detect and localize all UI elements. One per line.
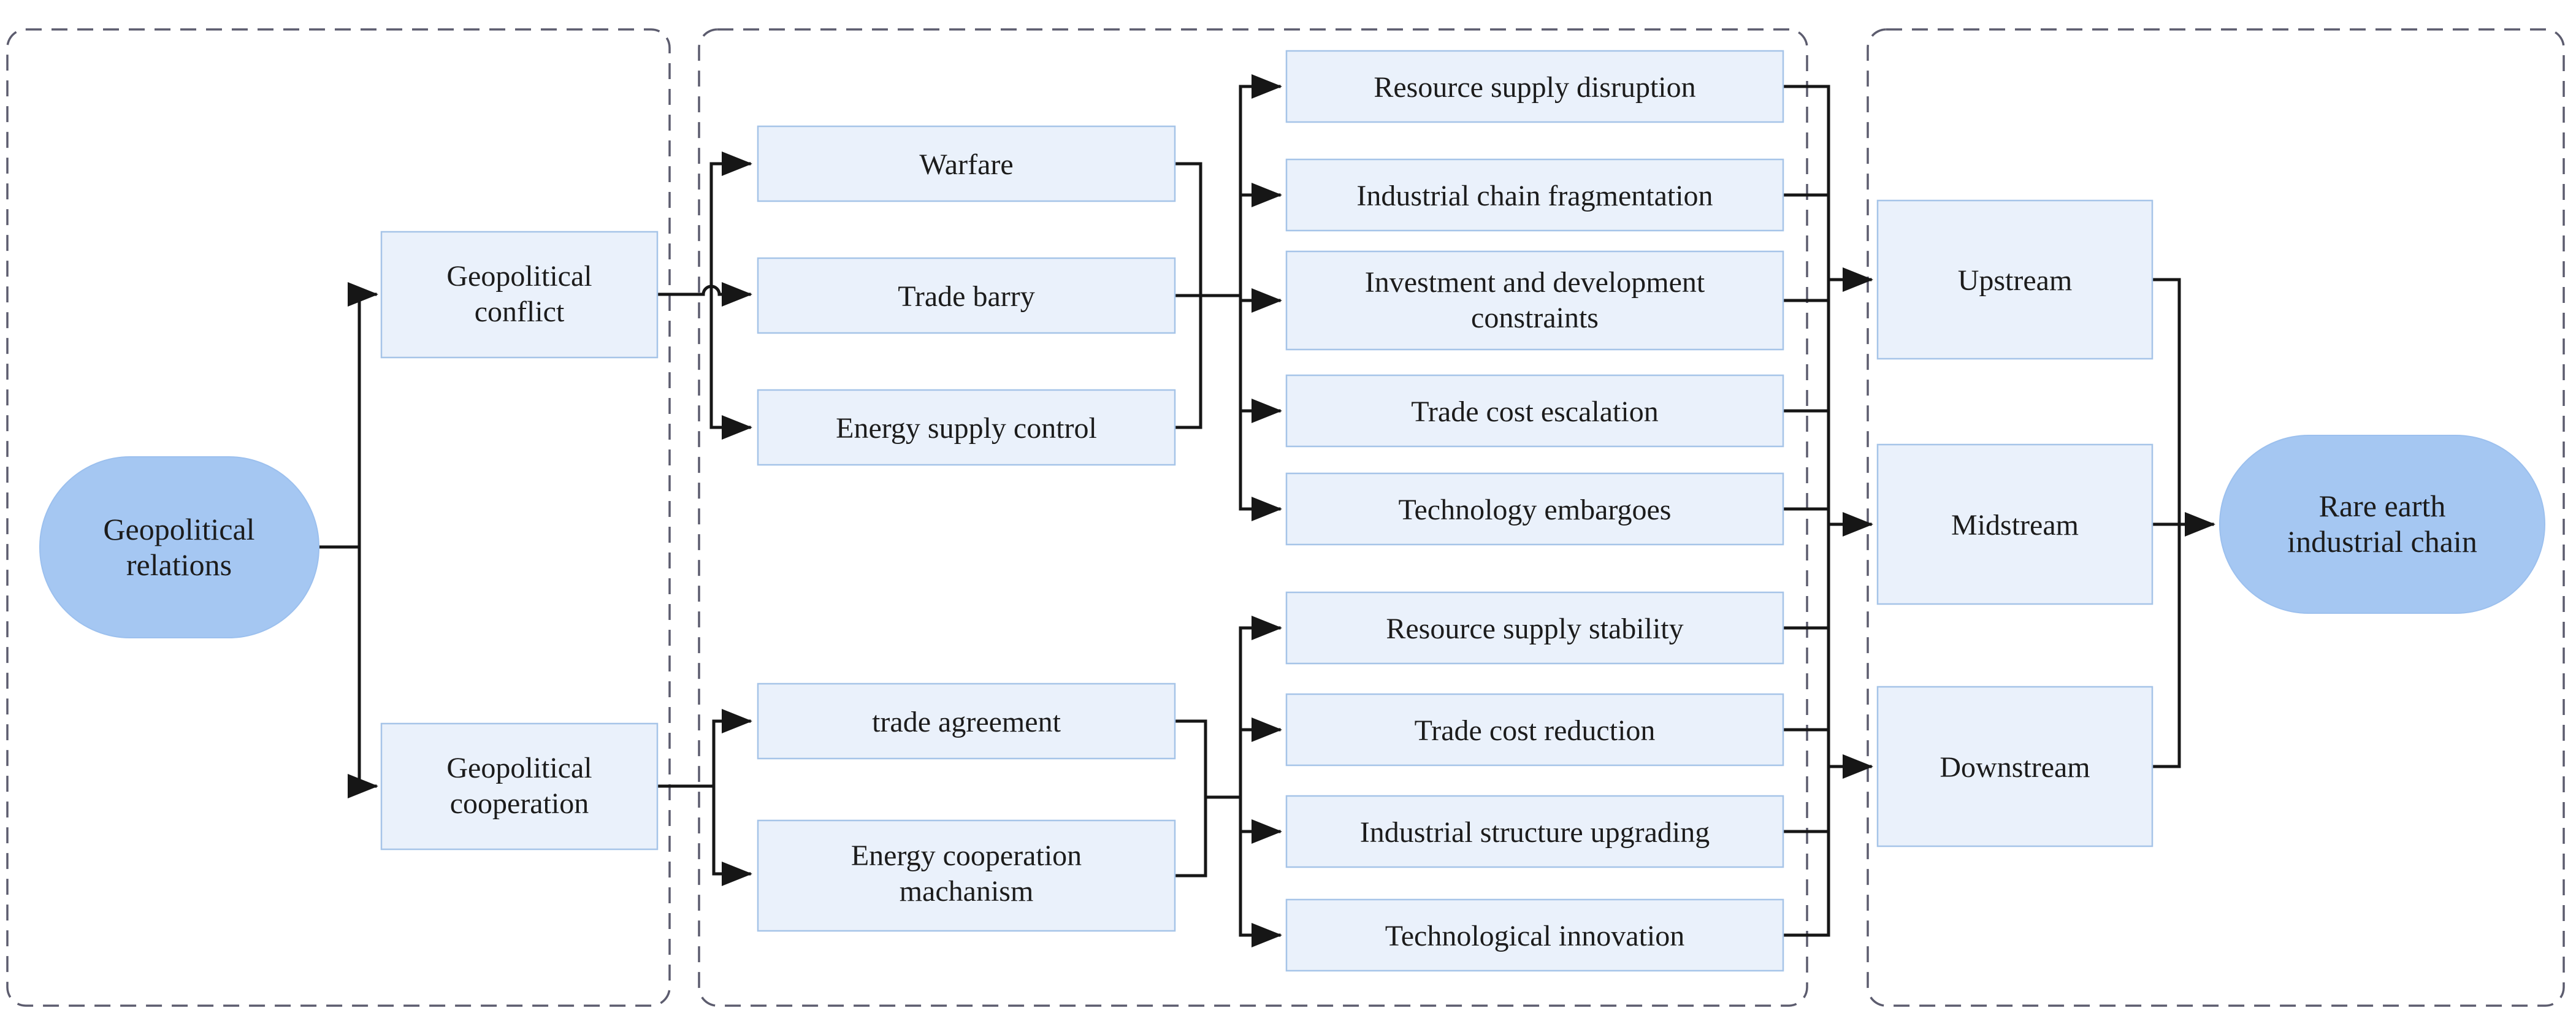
edge-conflict-trade-barry — [655, 282, 752, 307]
node-industrial-structure-upgrading: Industrial structure upgrading — [1285, 795, 1784, 868]
node-investment-development-constraints-label: constraints — [1471, 302, 1599, 334]
node-geopolitical-cooperation-shape — [380, 722, 659, 851]
node-resource-supply-disruption-shape — [1285, 50, 1784, 123]
node-geopolitical-conflict-shape — [380, 231, 659, 359]
node-midstream: Midstream — [1876, 443, 2154, 605]
node-energy-supply-control-label: Energy supply control — [836, 412, 1097, 445]
node-downstream-shape — [1876, 686, 2154, 847]
node-warfare-label: Warfare — [919, 148, 1013, 181]
node-trade-agreement: trade agreement — [757, 683, 1176, 760]
node-midstream-label: Midstream — [1951, 509, 2079, 541]
node-technological-innovation-shape — [1285, 898, 1784, 972]
node-warfare-shape — [757, 125, 1176, 202]
node-resource-supply-disruption-label: Resource supply disruption — [1374, 71, 1695, 104]
node-rare-earth-industrial-chain: Rare earth industrial chain — [2219, 435, 2545, 614]
node-industrial-chain-fragmentation: Industrial chain fragmentation — [1285, 158, 1784, 232]
node-investment-development-constraints-label: Investment and development — [1365, 266, 1705, 299]
node-geopolitical-relations-label: Geopolitical — [103, 512, 254, 546]
node-trade-barry-label: Trade barry — [898, 280, 1035, 313]
node-investment-development-constraints: Investment and development constraints — [1285, 250, 1784, 351]
node-trade-cost-escalation-label: Trade cost escalation — [1411, 396, 1658, 428]
node-energy-supply-control-shape — [757, 389, 1176, 466]
node-geopolitical-cooperation-label: Geopolitical — [446, 752, 592, 784]
node-warfare: Warfare — [757, 125, 1176, 202]
node-resource-supply-disruption: Resource supply disruption — [1285, 50, 1784, 123]
node-energy-supply-control: Energy supply control — [757, 389, 1176, 466]
panel-transmission-channels — [698, 28, 1808, 1007]
node-upstream: Upstream — [1876, 199, 2154, 360]
node-technology-embargoes: Technology embargoes — [1285, 472, 1784, 546]
node-energy-cooperation-machanism-label: machanism — [900, 875, 1034, 908]
node-geopolitical-relations-shape — [39, 456, 319, 638]
node-technological-innovation: Technological innovation — [1285, 898, 1784, 972]
node-trade-cost-escalation-shape — [1285, 374, 1784, 448]
connectors — [317, 74, 2215, 947]
node-geopolitical-conflict-label: conflict — [475, 296, 565, 328]
node-geopolitical-cooperation: Geopolitical cooperation — [380, 722, 659, 851]
node-upstream-shape — [1876, 199, 2154, 360]
node-trade-cost-reduction-shape — [1285, 693, 1784, 767]
node-energy-cooperation-machanism-shape — [757, 819, 1176, 932]
node-downstream-label: Downstream — [1940, 751, 2090, 784]
node-downstream: Downstream — [1876, 686, 2154, 847]
node-industrial-structure-upgrading-label: Industrial structure upgrading — [1360, 816, 1710, 849]
node-geopolitical-relations: Geopolitical relations — [39, 456, 319, 638]
node-geopolitical-relations-label: relations — [126, 548, 232, 582]
node-resource-supply-stability-shape — [1285, 591, 1784, 665]
node-industrial-chain-fragmentation-label: Industrial chain fragmentation — [1356, 180, 1713, 212]
node-upstream-label: Upstream — [1958, 264, 2073, 297]
node-energy-cooperation-machanism-label: Energy cooperation — [851, 839, 1082, 872]
node-midstream-shape — [1876, 443, 2154, 605]
node-technology-embargoes-shape — [1285, 472, 1784, 546]
node-rare-earth-industrial-chain-label: Rare earth — [2319, 489, 2446, 523]
node-industrial-chain-fragmentation-shape — [1285, 158, 1784, 232]
node-trade-cost-reduction: Trade cost reduction — [1285, 693, 1784, 767]
node-geopolitical-conflict-label: Geopolitical — [446, 260, 592, 293]
node-rare-earth-industrial-chain-label: industrial chain — [2287, 524, 2477, 559]
node-trade-cost-reduction-label: Trade cost reduction — [1415, 714, 1656, 747]
node-trade-barry: Trade barry — [757, 257, 1176, 334]
node-trade-agreement-label: trade agreement — [872, 706, 1061, 738]
node-technological-innovation-label: Technological innovation — [1385, 920, 1685, 952]
node-technology-embargoes-label: Technology embargoes — [1399, 494, 1672, 526]
node-resource-supply-stability: Resource supply stability — [1285, 591, 1784, 665]
node-investment-development-constraints-shape — [1285, 250, 1784, 351]
panel-geopolitical-relations — [6, 28, 671, 1007]
nodes: Geopolitical relations Geopolitical conf… — [39, 50, 2545, 972]
node-industrial-structure-upgrading-shape — [1285, 795, 1784, 868]
node-energy-cooperation-machanism: Energy cooperation machanism — [757, 819, 1176, 932]
node-geopolitical-conflict: Geopolitical conflict — [380, 231, 659, 359]
node-trade-barry-shape — [757, 257, 1176, 334]
node-geopolitical-cooperation-label: cooperation — [450, 787, 589, 820]
node-resource-supply-stability-label: Resource supply stability — [1386, 613, 1683, 645]
node-rare-earth-industrial-chain-shape — [2219, 435, 2545, 614]
node-trade-agreement-shape — [757, 683, 1176, 760]
node-trade-cost-escalation: Trade cost escalation — [1285, 374, 1784, 448]
